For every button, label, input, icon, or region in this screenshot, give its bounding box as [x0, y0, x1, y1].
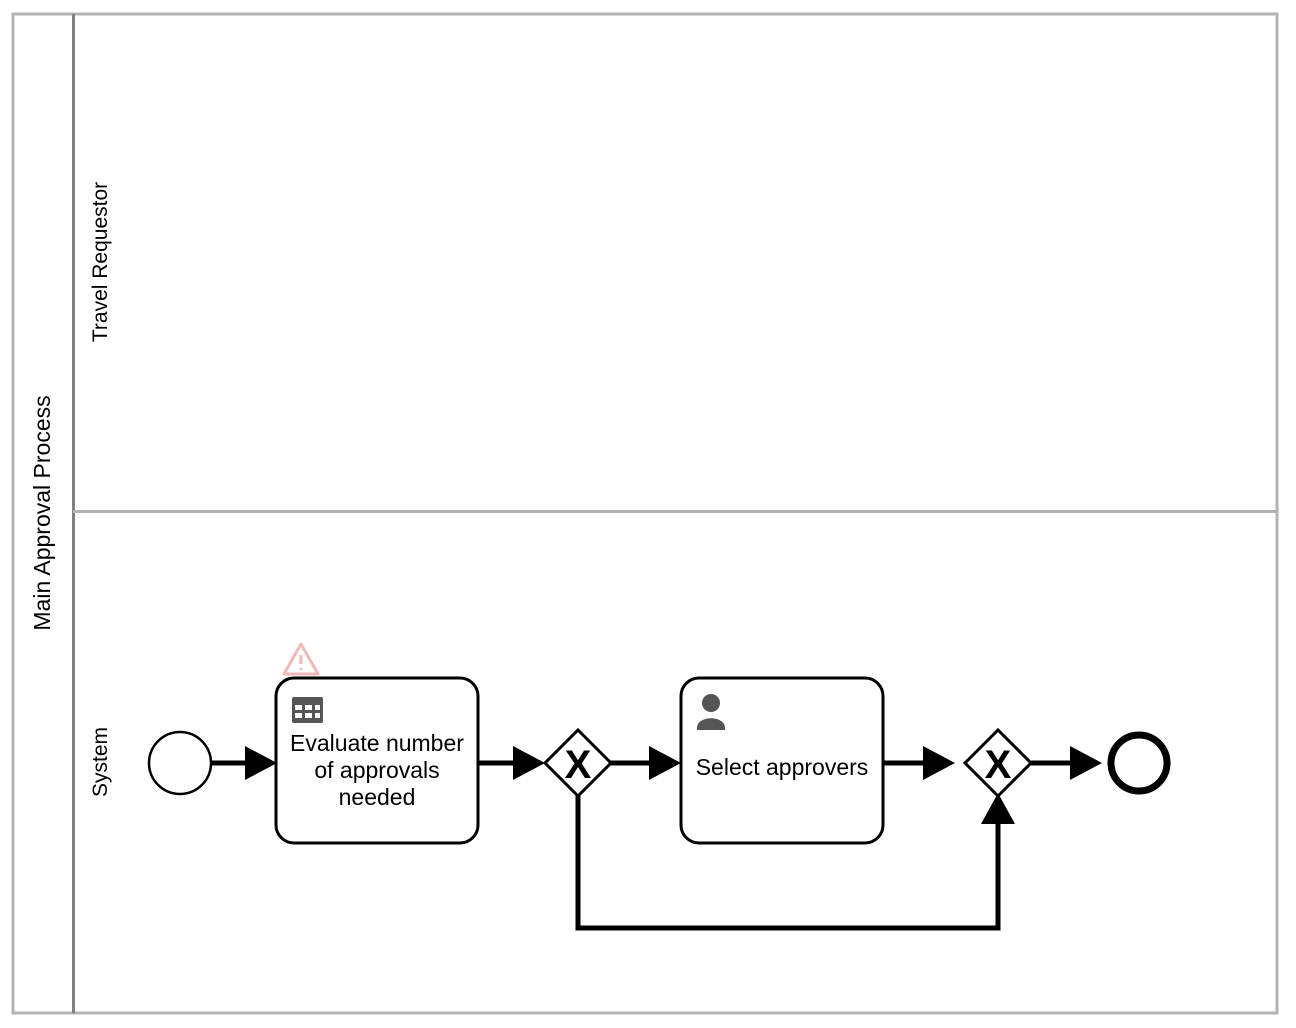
- sequence-flow-gateway-one-to-select[interactable]: [611, 746, 681, 780]
- sequence-flow-select-to-gateway-two[interactable]: [883, 746, 955, 780]
- flow-arrowhead: [513, 746, 545, 780]
- sequence-flow-gateway-one-loop-to-gateway-two[interactable]: [575, 793, 1015, 931]
- gateway-diamond[interactable]: [962, 727, 1034, 799]
- pool-label: Main Approval Process: [29, 395, 55, 630]
- task-label-line2: of approvals: [314, 757, 439, 783]
- task-box[interactable]: [274, 676, 480, 845]
- flow-arrowhead: [649, 746, 681, 780]
- gateway-x-symbol: X: [985, 743, 1012, 787]
- lane-travel-requestor[interactable]: Travel Requestor: [89, 182, 112, 342]
- warning-triangle-outline: [282, 642, 320, 676]
- end-event[interactable]: [1107, 731, 1171, 795]
- task-label: Select approvers: [696, 754, 869, 780]
- flow-arrowhead: [1070, 746, 1102, 780]
- flow-arrowhead: [245, 746, 277, 780]
- start-event[interactable]: [147, 730, 213, 796]
- lane-label-travel-requestor: Travel Requestor: [89, 182, 112, 342]
- warning-triangle-icon[interactable]: [282, 642, 320, 676]
- gateway-x-symbol: X: [565, 743, 592, 787]
- task-label-line1: Evaluate number: [290, 730, 464, 756]
- lane-label-system: System: [89, 727, 112, 797]
- task-select-approvers[interactable]: Select approvers: [679, 676, 885, 845]
- start-event-circle[interactable]: [147, 730, 213, 796]
- sequence-flow-gateway-two-to-end[interactable]: [1031, 746, 1102, 780]
- gateway-diamond[interactable]: [542, 727, 614, 799]
- task-evaluate-number-of-approvals-needed[interactable]: Evaluate number of approvals needed: [274, 676, 480, 845]
- pool-main-approval-process[interactable]: Main Approval Process: [11, 12, 1279, 1015]
- gateway-exclusive-two[interactable]: X: [962, 727, 1034, 799]
- flow-loop-path: [575, 796, 1001, 931]
- flow-arrowhead: [981, 793, 1015, 824]
- task-box[interactable]: [679, 676, 885, 845]
- sequence-flow-start-to-evaluate[interactable]: [209, 746, 277, 780]
- end-event-circle[interactable]: [1107, 731, 1171, 795]
- table-grid-icon: [292, 697, 323, 723]
- pool-border[interactable]: [11, 12, 1279, 1015]
- task-label-line3: needed: [339, 784, 416, 810]
- sequence-flow-evaluate-to-gateway-one[interactable]: [478, 746, 545, 780]
- flow-arrowhead: [923, 746, 955, 780]
- lane-system[interactable]: System: [89, 727, 112, 797]
- gateway-exclusive-one[interactable]: X: [542, 727, 614, 799]
- person-icon: [697, 694, 725, 730]
